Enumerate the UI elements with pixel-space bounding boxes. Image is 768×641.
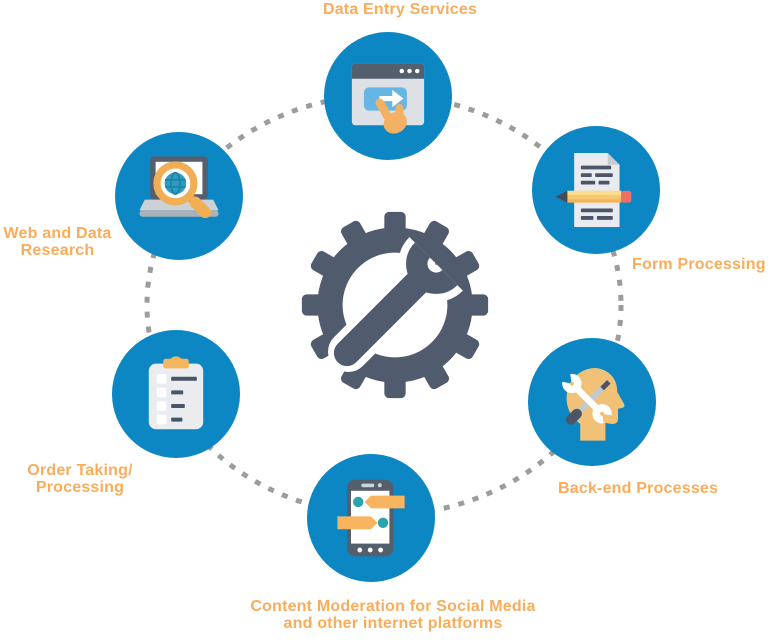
label-data-entry: Data Entry Services xyxy=(322,1,478,18)
node-back-end xyxy=(528,338,656,466)
laptop-search-icon xyxy=(139,156,219,219)
document-pencil-icon xyxy=(555,153,632,227)
label-back-end: Back-end Processes xyxy=(558,480,719,497)
phone-chat-icon xyxy=(337,479,405,557)
clipboard-checklist-icon xyxy=(148,356,204,430)
head-tools-icon xyxy=(562,367,625,441)
label-content-moderation: Content Moderation for Social Media and … xyxy=(250,598,536,632)
node-web-research xyxy=(115,132,243,260)
node-data-entry xyxy=(324,32,452,160)
node-form-processing xyxy=(532,126,660,254)
label-web-research: Web and Data Research xyxy=(3,225,112,259)
browser-click-icon xyxy=(351,63,425,134)
gear-wrench-icon xyxy=(301,211,489,399)
node-content-moderation xyxy=(307,454,435,582)
label-order-taking: Order Taking/ Processing xyxy=(27,462,133,496)
node-order-taking xyxy=(112,330,240,458)
label-form-processing: Form Processing xyxy=(632,256,766,273)
